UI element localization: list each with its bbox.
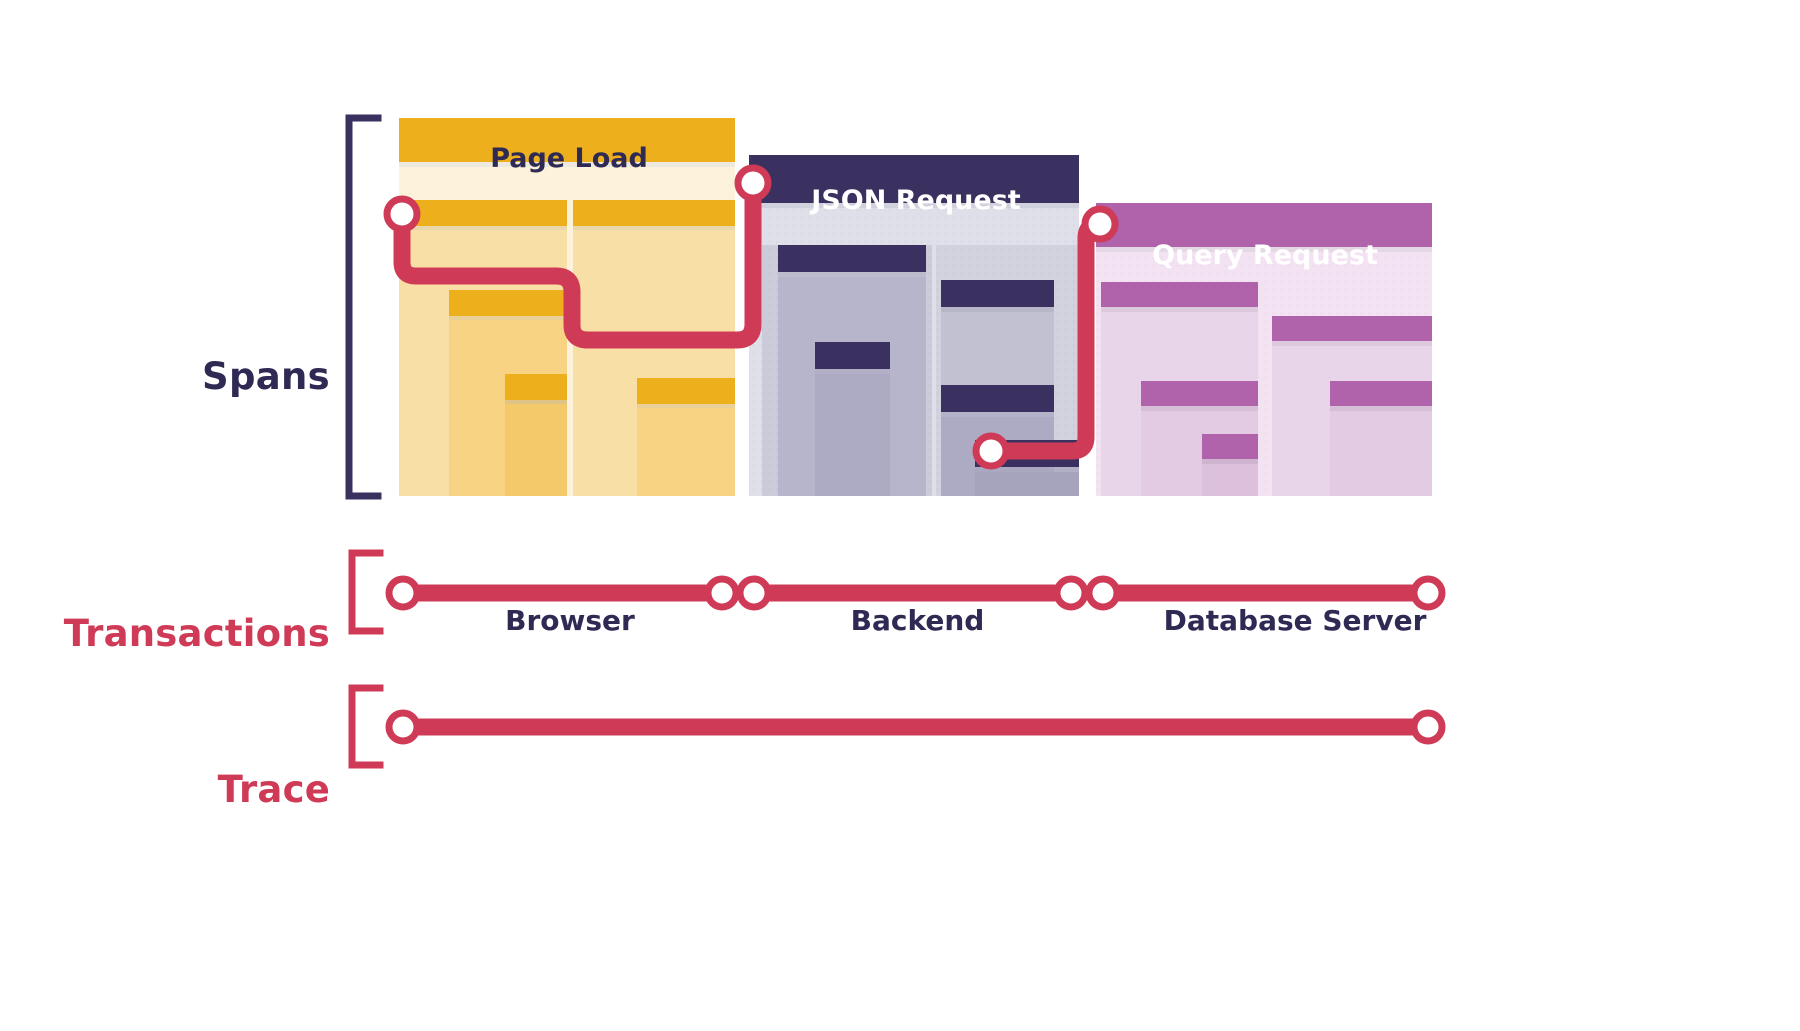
span-bar — [399, 200, 567, 226]
span-bar — [505, 374, 567, 400]
transaction-endpoint — [1410, 575, 1446, 611]
row-label-transactions: Transactions — [63, 612, 330, 655]
span-bar-page-load — [399, 118, 735, 162]
transaction-endpoint — [1085, 575, 1121, 611]
transaction-timeline-backend[interactable] — [736, 575, 1089, 611]
span-bar — [941, 385, 1054, 412]
span-bar — [1272, 316, 1432, 341]
trace-endpoint — [385, 709, 421, 745]
transaction-endpoint — [704, 575, 740, 611]
span-bar — [941, 280, 1054, 307]
span-stack-database — [1096, 203, 1432, 496]
row-label-spans: Spans — [202, 355, 330, 398]
service-label-backend: Backend — [850, 604, 985, 637]
transactions-bracket — [348, 549, 384, 635]
transaction-endpoint — [1053, 575, 1089, 611]
span-bar — [778, 245, 926, 272]
connector-node-group — [383, 164, 1119, 470]
span-bar — [449, 290, 567, 316]
connector-node — [734, 164, 772, 202]
connector-node — [1081, 205, 1119, 243]
span-bar — [637, 378, 735, 404]
span-bar — [815, 342, 890, 369]
span-bar — [1101, 282, 1258, 307]
trace-timeline[interactable] — [385, 709, 1446, 745]
service-label-database: Database Server — [1163, 604, 1427, 637]
spans-bracket — [345, 114, 382, 500]
transaction-timeline-database[interactable] — [1085, 575, 1446, 611]
connector-node — [972, 432, 1010, 470]
span-bar — [1141, 381, 1258, 406]
transaction-endpoint — [385, 575, 421, 611]
span-bar — [1330, 381, 1432, 406]
span-bar-json-request — [749, 155, 1079, 203]
service-label-browser: Browser — [505, 604, 635, 637]
trace-endpoint — [1410, 709, 1446, 745]
connector-node — [383, 195, 421, 233]
transaction-timeline-browser[interactable] — [385, 575, 740, 611]
span-bar-query-request — [1096, 203, 1432, 247]
span-bar — [1202, 434, 1258, 459]
transaction-endpoint — [736, 575, 772, 611]
trace-bracket — [348, 684, 384, 769]
row-label-trace: Trace — [217, 768, 330, 811]
span-bar — [573, 200, 735, 226]
